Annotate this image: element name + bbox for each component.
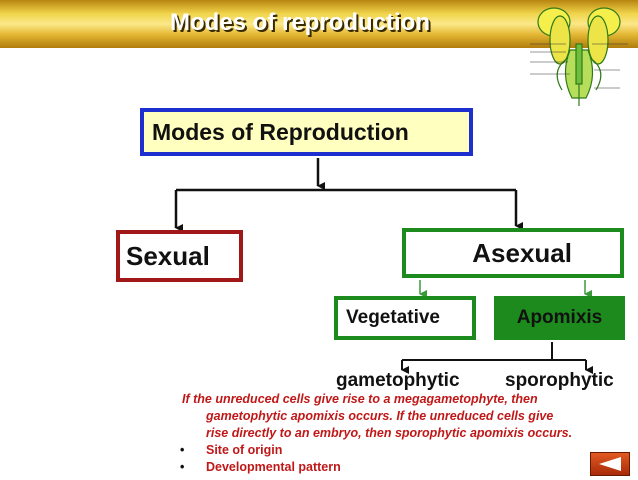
asexual-node: Asexual [402,228,624,278]
bullet-item: • Developmental pattern [180,459,341,476]
root-node: Modes of Reproduction [140,108,473,156]
description-line-1: If the unreduced cells give rise to a me… [182,392,538,406]
description-line-2: gametophytic apomixis occurs. If the unr… [206,409,554,423]
title-banner: Modes of reproduction [0,0,638,48]
description-line-3: rise directly to an embryo, then sporoph… [206,426,573,440]
bullet-text: Developmental pattern [206,460,341,474]
sexual-node: Sexual [116,230,243,282]
apomixis-node: Apomixis [494,296,625,340]
bullet-list: • Site of origin • Developmental pattern [180,442,341,476]
apomixis-description: If the unreduced cells give rise to a me… [182,391,622,442]
slide-title: Modes of reproduction [170,9,430,36]
sporophytic-label: sporophytic [505,370,614,391]
bullet-text: Site of origin [206,443,283,457]
previous-slide-button[interactable] [590,452,630,476]
flower-cross-section-icon [530,7,628,106]
bullet-item: • Site of origin [180,442,341,459]
bullet-marker: • [180,443,185,457]
gametophytic-label: gametophytic [336,370,460,391]
previous-arrow-icon [599,457,621,471]
bullet-marker: • [180,460,185,474]
vegetative-node: Vegetative [334,296,476,340]
